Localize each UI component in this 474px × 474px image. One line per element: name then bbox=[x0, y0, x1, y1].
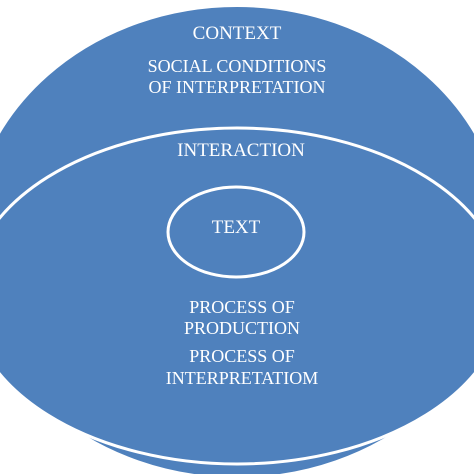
interaction-ellipse bbox=[0, 126, 474, 466]
process-of-interpretation-line1: PROCESS OF bbox=[189, 346, 295, 366]
social-conditions-label-line2: OF INTERPRETATION bbox=[148, 77, 325, 97]
context-label: CONTEXT bbox=[193, 23, 282, 44]
process-of-production-line2: PRODUCTION bbox=[184, 318, 300, 338]
process-of-production-line1: PROCESS OF bbox=[189, 297, 295, 317]
text-label: TEXT bbox=[212, 217, 261, 238]
interaction-label: INTERACTION bbox=[177, 140, 305, 161]
process-of-interpretation-line2: INTERPRETATIOM bbox=[166, 368, 319, 388]
social-conditions-label-line1: SOCIAL CONDITIONS bbox=[148, 56, 327, 76]
text-ellipse bbox=[166, 185, 306, 279]
